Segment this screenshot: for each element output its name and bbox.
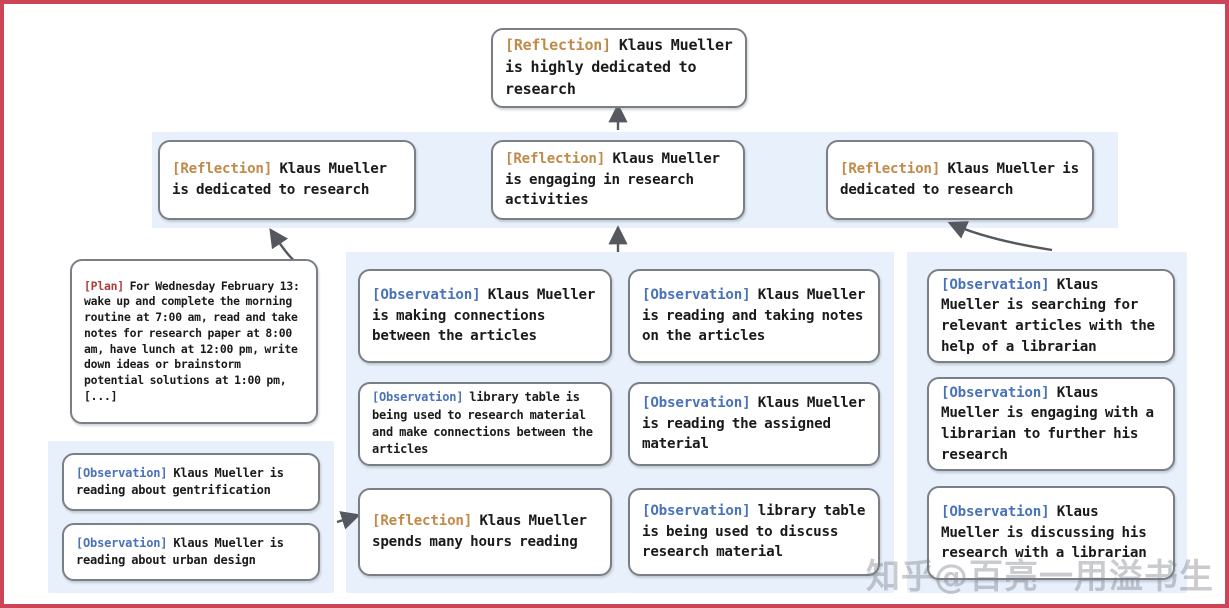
node-col-b-1[interactable]: [Observation] Klaus Mueller is reading a… — [628, 269, 880, 363]
node-body: Klaus Mueller is engaging in research ac… — [505, 151, 720, 209]
tag-observation: [Observation] — [76, 465, 168, 480]
node-text: [Reflection] Klaus Mueller is dedicated … — [828, 159, 1092, 200]
node-body: library table is being used to discuss r… — [642, 503, 866, 561]
tag-reflection: [Reflection] — [172, 161, 273, 178]
node-col-b-3[interactable]: [Observation] library table is being use… — [628, 488, 880, 576]
node-text: [Reflection] Klaus Mueller is highly ded… — [493, 35, 745, 100]
node-text: [Observation] Klaus Mueller is searching… — [929, 275, 1173, 357]
node-body: Klaus Mueller is discussing his research… — [941, 504, 1147, 562]
tag-observation: [Observation] — [941, 384, 1050, 401]
node-text: [Observation] library table is being use… — [630, 501, 878, 563]
node-text: [Observation] Klaus Mueller is making co… — [360, 285, 610, 347]
node-body: Klaus Mueller is dedicated to research — [840, 161, 1079, 198]
tag-observation: [Observation] — [76, 535, 168, 550]
node-body: Klaus Mueller is dedicated to research — [172, 161, 387, 198]
node-body: For Wednesday February 13: wake up and c… — [84, 278, 300, 403]
node-body: library table is being used to research … — [372, 390, 593, 457]
node-text: [Observation] Klaus Mueller is reading a… — [64, 465, 318, 500]
node-col-c-3[interactable]: [Observation] Klaus Mueller is discussin… — [927, 486, 1175, 580]
node-col-a-1[interactable]: [Observation] Klaus Mueller is making co… — [358, 269, 612, 363]
node-left-observation-1[interactable]: [Observation] Klaus Mueller is reading a… — [62, 453, 320, 511]
node-body: Klaus Mueller is engaging with a librari… — [941, 384, 1154, 463]
node-body: Klaus Mueller is reading about gentrific… — [76, 465, 284, 497]
tag-observation: [Observation] — [941, 504, 1050, 521]
node-body: Klaus Mueller is reading and taking note… — [642, 287, 866, 345]
node-text: [Observation] library table is being use… — [360, 389, 610, 459]
node-body: Klaus Mueller is reading the assigned ma… — [642, 395, 866, 453]
node-reflection-center[interactable]: [Reflection] Klaus Mueller is engaging i… — [491, 140, 745, 220]
node-body: Klaus Mueller spends many hours reading — [372, 513, 587, 550]
node-body: Klaus Mueller is reading about urban des… — [76, 535, 284, 567]
tag-observation: [Observation] — [372, 287, 481, 304]
tag-observation: [Observation] — [372, 390, 464, 405]
node-col-a-2[interactable]: [Observation] library table is being use… — [358, 382, 612, 466]
node-text: [Reflection] Klaus Mueller spends many h… — [360, 511, 610, 552]
tag-reflection: [Reflection] — [372, 513, 473, 530]
tag-observation: [Observation] — [941, 276, 1050, 293]
node-text: [Observation] Klaus Mueller is reading a… — [64, 535, 318, 570]
node-text: [Reflection] Klaus Mueller is dedicated … — [160, 159, 414, 200]
node-col-a-3[interactable]: [Reflection] Klaus Mueller spends many h… — [358, 488, 612, 576]
node-text: [Plan] For Wednesday February 13: wake u… — [72, 279, 316, 405]
tag-observation: [Observation] — [642, 287, 751, 304]
node-text: [Observation] Klaus Mueller is discussin… — [929, 502, 1173, 564]
tag-plan: [Plan] — [84, 278, 124, 293]
node-left-observation-2[interactable]: [Observation] Klaus Mueller is reading a… — [62, 523, 320, 581]
node-body: Klaus Mueller is making connections betw… — [372, 287, 596, 345]
node-text: [Observation] Klaus Mueller is reading t… — [630, 393, 878, 455]
node-col-b-2[interactable]: [Observation] Klaus Mueller is reading t… — [628, 382, 880, 466]
tag-reflection: [Reflection] — [840, 161, 941, 178]
tag-observation: [Observation] — [642, 503, 751, 520]
node-top-reflection[interactable]: [Reflection] Klaus Mueller is highly ded… — [491, 28, 747, 108]
tag-reflection: [Reflection] — [505, 151, 606, 168]
node-text: [Observation] Klaus Mueller is engaging … — [929, 383, 1173, 465]
tag-reflection: [Reflection] — [505, 36, 611, 55]
node-col-c-2[interactable]: [Observation] Klaus Mueller is engaging … — [927, 377, 1175, 471]
node-reflection-left[interactable]: [Reflection] Klaus Mueller is dedicated … — [158, 140, 416, 220]
node-reflection-right[interactable]: [Reflection] Klaus Mueller is dedicated … — [826, 140, 1094, 220]
node-col-c-1[interactable]: [Observation] Klaus Mueller is searching… — [927, 269, 1175, 363]
node-text: [Observation] Klaus Mueller is reading a… — [630, 285, 878, 347]
node-plan[interactable]: [Plan] For Wednesday February 13: wake u… — [70, 259, 318, 424]
tag-observation: [Observation] — [642, 395, 751, 412]
node-text: [Reflection] Klaus Mueller is engaging i… — [493, 149, 743, 211]
node-body: Klaus Mueller is searching for relevant … — [941, 276, 1155, 355]
node-body: Klaus Mueller is highly dedicated to res… — [505, 36, 733, 98]
